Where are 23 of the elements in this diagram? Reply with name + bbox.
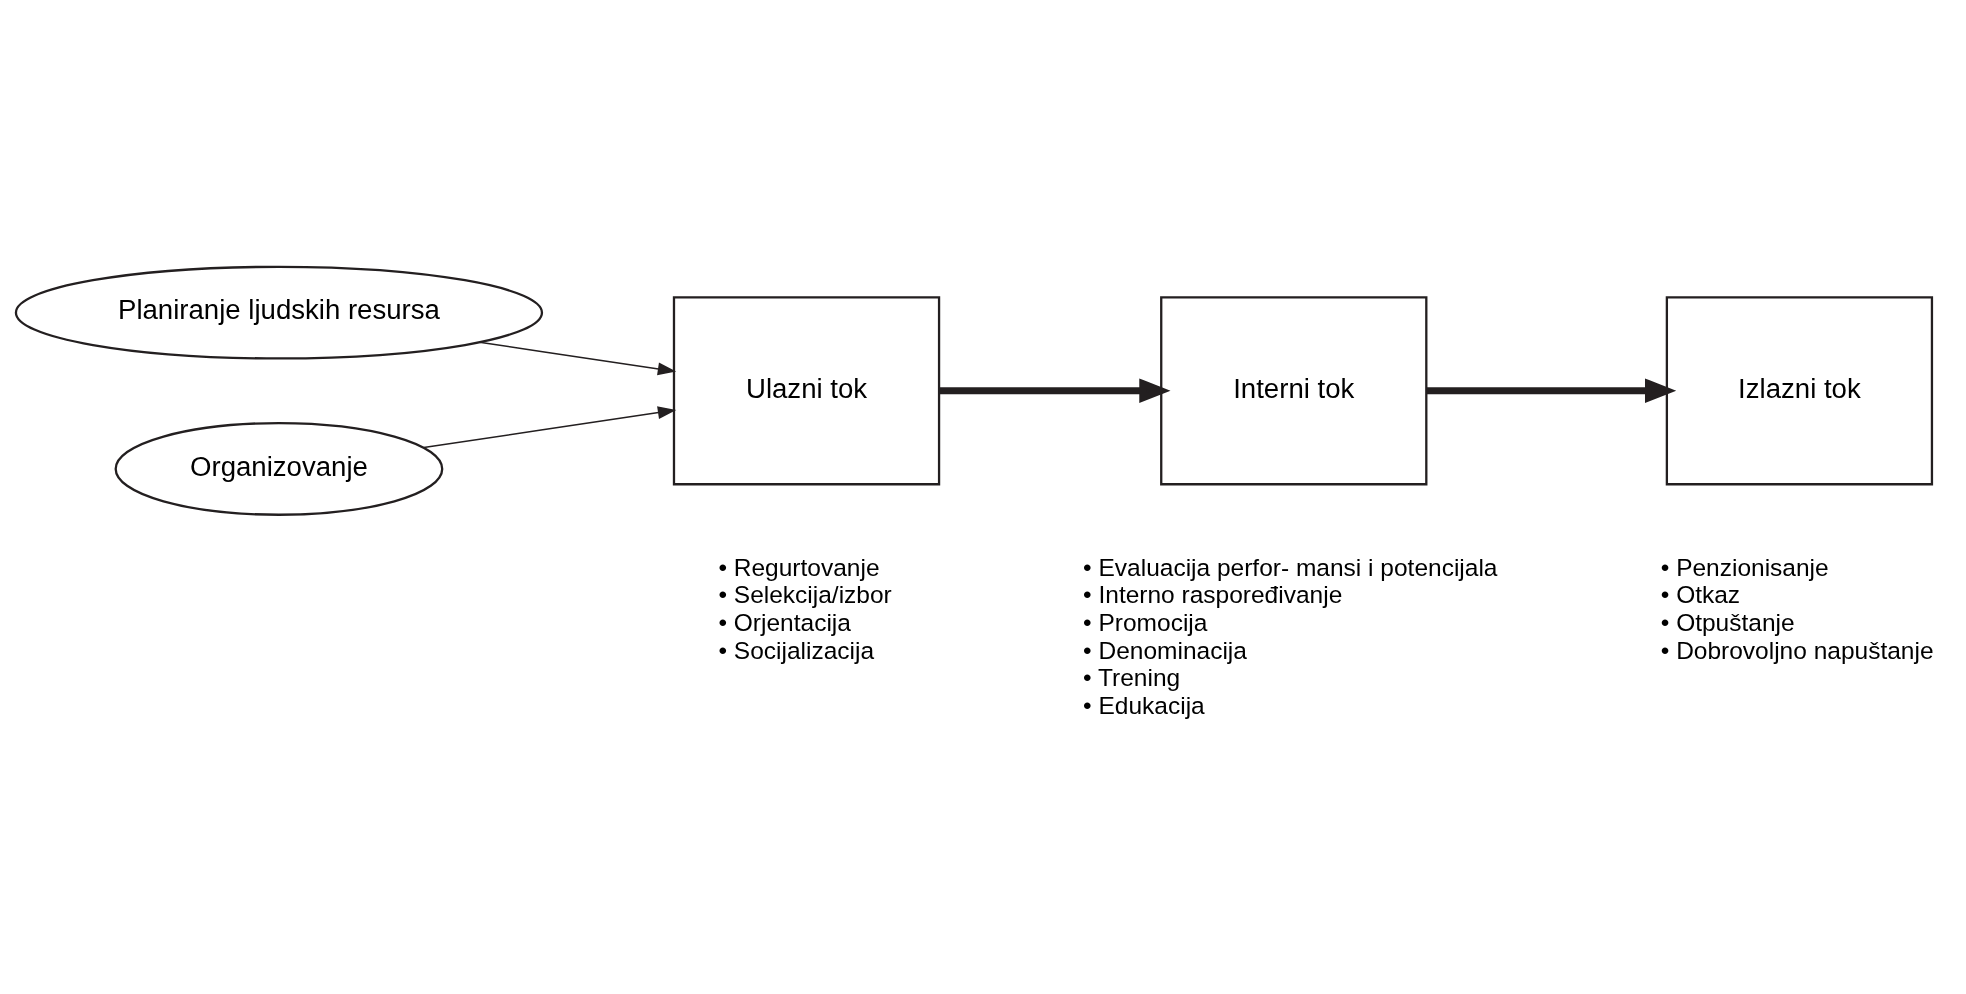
node-box: Izlazni tok — [1665, 295, 1934, 485]
node-label: • Edukacija — [1083, 691, 1205, 719]
node-label: • Promocija — [1083, 608, 1208, 636]
node-label: • Evaluacija perfor- mansi i potencijala — [1083, 553, 1498, 581]
node-label: • Dobrovoljno napuštanje — [1660, 636, 1934, 664]
node-label: • Trening — [1083, 663, 1181, 691]
arrow — [478, 341, 677, 375]
node-label: • Penzionisanje — [1660, 553, 1829, 581]
node-label: • Otkaz — [1660, 580, 1741, 608]
node-label: • Selekcija/izbor — [718, 580, 892, 608]
node-box: Ulazni tok — [672, 295, 941, 485]
node-label: • Interno raspoređivanje — [1083, 580, 1343, 608]
arrow — [939, 377, 1171, 403]
node-label: • Denominacija — [1083, 636, 1247, 664]
arrow — [1426, 377, 1677, 403]
node-label: • Otpuštanje — [1660, 608, 1795, 636]
node-label: • Orjentacija — [718, 608, 851, 636]
node-label: • Regurtovanje — [718, 553, 880, 581]
node-label: • Socijalizacija — [718, 636, 875, 664]
node-ellipse: Planiranje ljudskih resursa — [14, 265, 544, 360]
arrow — [423, 405, 677, 448]
node-box: Interni tok — [1160, 295, 1428, 485]
node-ellipse: Organizovanje — [114, 421, 444, 516]
